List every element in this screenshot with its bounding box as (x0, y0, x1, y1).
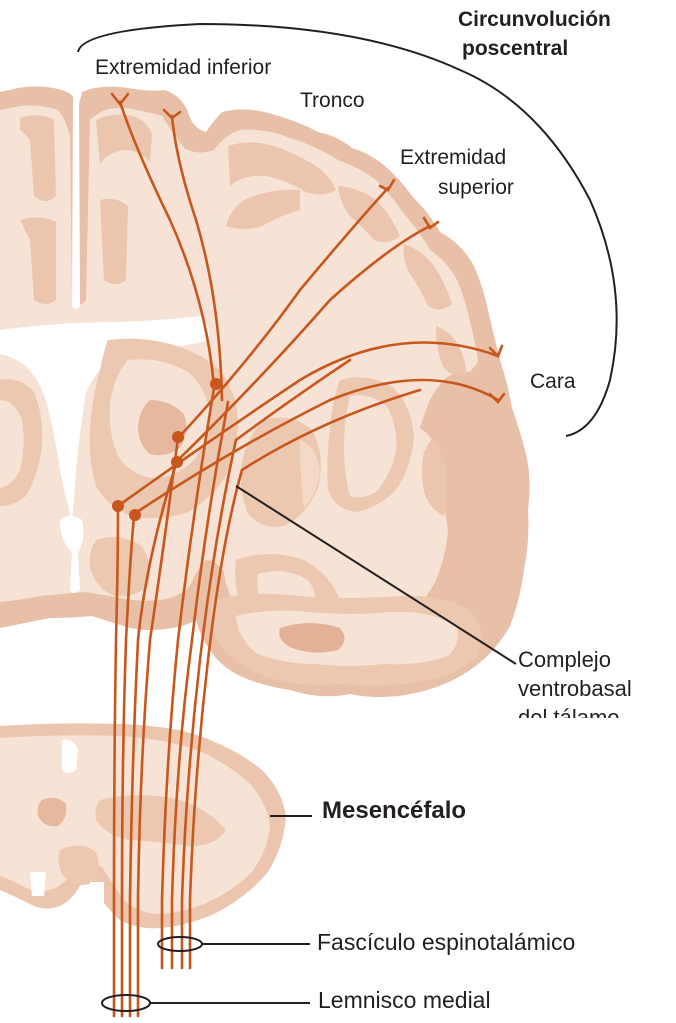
label-extremidad-inferior: Extremidad inferior (95, 56, 272, 79)
synapse-2 (172, 431, 184, 443)
bundle-rings (101, 936, 203, 1012)
fork-4 (422, 216, 440, 230)
label-cara: Cara (530, 370, 576, 393)
bracket-poscentral (77, 22, 618, 437)
fork-5 (488, 344, 504, 359)
longitudinal-fissure (72, 96, 80, 309)
fiber-8 (188, 468, 244, 970)
fork-3 (378, 178, 396, 192)
synapse-4 (112, 500, 124, 512)
fiber-7 (180, 438, 238, 970)
proj-face-2 (132, 378, 500, 516)
leader-lines (77, 22, 618, 1004)
ring-fasciculo (157, 936, 203, 952)
label-ventrobasal: ventrobasal (518, 676, 632, 701)
proj-trunk (178, 186, 390, 438)
hippocampus (279, 623, 345, 653)
label-lemnisco-medial: Lemnisco medial (318, 987, 491, 1013)
fiber-5 (160, 386, 216, 970)
fork-6 (488, 392, 506, 404)
fiber-1 (112, 504, 120, 1018)
fiber-4 (136, 436, 180, 1018)
insula-white (344, 395, 397, 498)
proj-leg-1 (118, 100, 216, 388)
synapse-1 (210, 378, 222, 390)
aqueduct (62, 739, 78, 773)
section-gap (0, 713, 676, 725)
proj-branch-b (240, 388, 422, 472)
third-ventricle (60, 516, 84, 593)
fiber-2 (120, 514, 136, 1018)
red-nucleus (37, 797, 67, 827)
proj-arm (174, 224, 432, 464)
synapse-5 (129, 509, 141, 521)
label-superior: superior (438, 176, 514, 199)
fiber-3 (128, 462, 178, 1018)
leader-complejo (235, 485, 517, 665)
label-tronco: Tronco (300, 89, 365, 112)
label-mesencefalo: Mesencéfalo (322, 797, 467, 824)
label-extremidad: Extremidad (400, 146, 507, 169)
temporal-white (236, 610, 458, 666)
cerebral-peduncle (58, 845, 99, 885)
label-circunvolucion: Circunvolución (458, 8, 611, 31)
synapse-dots (112, 378, 222, 521)
nerve-fibers (110, 92, 506, 1018)
label-fasciculo-espinotalamico: Fascículo espinotalámico (317, 929, 576, 955)
label-poscentral: poscentral (462, 37, 569, 60)
fiber-6 (170, 400, 230, 970)
gyri (20, 114, 466, 516)
fork-1 (110, 92, 130, 107)
label-complejo: Complejo (518, 647, 611, 672)
synapse-3 (171, 456, 183, 468)
proj-leg-2 (170, 114, 224, 402)
proj-branch-a (234, 358, 352, 442)
fork-2 (162, 108, 182, 120)
midbrain-section (0, 723, 286, 929)
label-del-talamo: del tálamo (518, 706, 620, 718)
midbrain-notch-2 (90, 882, 104, 910)
midbrain-notch (30, 872, 46, 896)
lateral-ventricle (0, 316, 209, 520)
ring-lemnisco (101, 994, 151, 1012)
